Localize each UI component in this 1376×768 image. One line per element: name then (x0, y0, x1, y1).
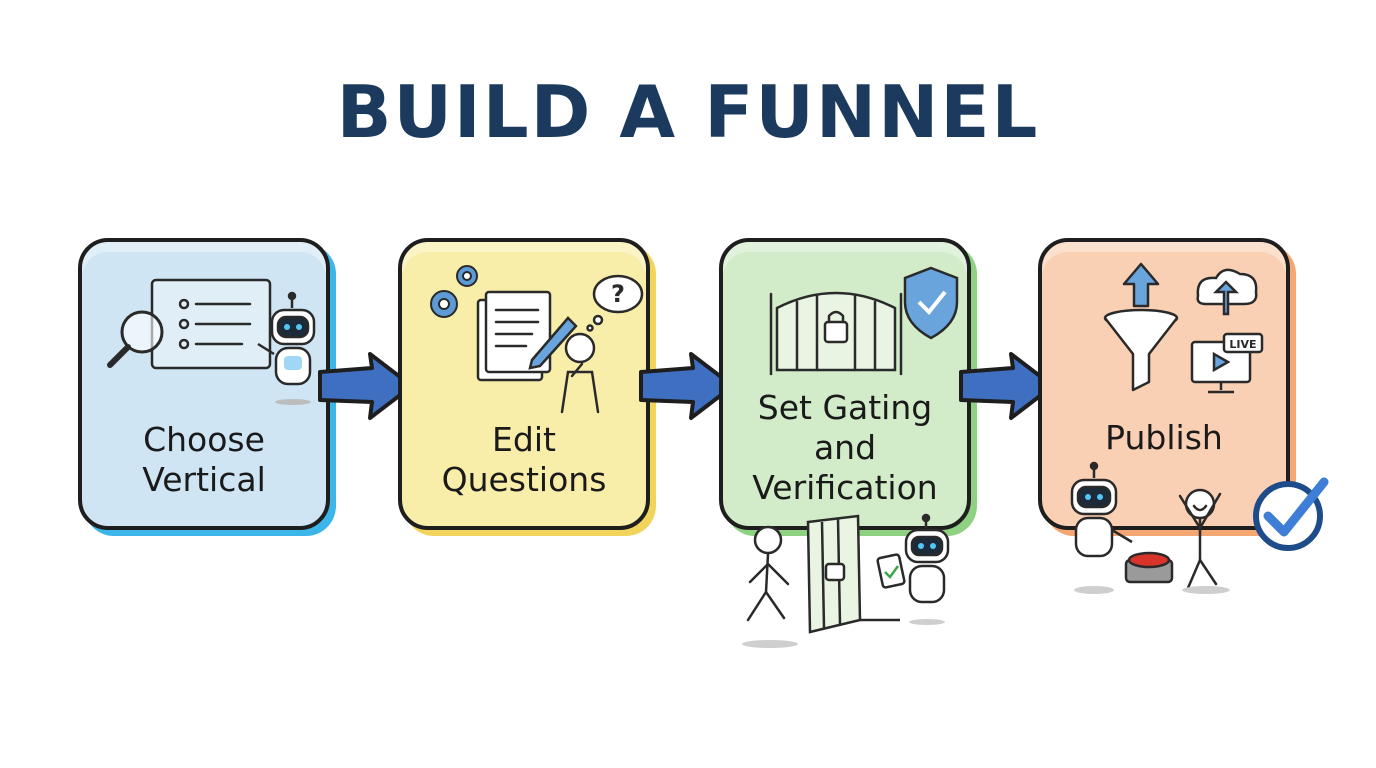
funnel-upload-icon (1103, 262, 1179, 392)
verification-scene-illustration (742, 513, 950, 648)
step-label-line: Questions (441, 460, 607, 499)
step-card-edit-questions: ? Edit Questions (398, 238, 650, 530)
step-card-set-gating: Set Gating and Verification (719, 238, 971, 530)
arrow-icon (318, 352, 414, 420)
magnifier-icon (107, 310, 164, 368)
cheering-person-icon (1178, 488, 1230, 594)
cloud-upload-icon (1196, 268, 1258, 316)
gate-lock-icon (769, 291, 903, 376)
step-illustration (769, 266, 959, 376)
arrow-icon (639, 352, 735, 420)
gears-icon (430, 265, 478, 318)
thinking-person-icon (560, 332, 600, 414)
question-bubble-icon: ? (586, 274, 644, 332)
step-label-line: Set Gating (757, 388, 933, 427)
walking-person-icon (742, 525, 798, 648)
check-circle-icon (1253, 477, 1329, 551)
open-gate-icon (806, 514, 900, 634)
page-title: BUILD A FUNNEL (336, 70, 1040, 154)
step-label-line: Edit (492, 420, 556, 459)
shield-check-icon (903, 266, 959, 340)
step-illustration: LIVE (1103, 262, 1264, 394)
arrow-icon (959, 352, 1055, 420)
document-pencil-icon (476, 290, 578, 382)
step-label: Publish (1042, 418, 1286, 458)
step-label: Choose Vertical (82, 420, 326, 500)
step-label-line: Choose (143, 420, 265, 459)
step-card-choose-vertical: Choose Vertical (78, 238, 330, 530)
live-monitor-icon: LIVE (1190, 332, 1264, 394)
live-badge-text: LIVE (1229, 338, 1256, 351)
step-label-line: Publish (1105, 418, 1223, 457)
step-illustration (107, 278, 316, 405)
checklist-board-icon (150, 278, 272, 370)
step-illustration: ? (430, 265, 644, 414)
step-label-line: and (813, 428, 877, 467)
robot-tablet-icon (876, 513, 950, 625)
svg-text:?: ? (611, 280, 625, 308)
step-label-line: Verification (752, 468, 938, 507)
publish-scene-illustration (1070, 461, 1329, 594)
step-label-line: Vertical (142, 460, 266, 499)
robot-button-icon (1070, 461, 1174, 594)
step-label: Set Gating and Verification (723, 388, 967, 508)
step-label: Edit Questions (402, 420, 646, 500)
robot-icon (257, 291, 316, 405)
